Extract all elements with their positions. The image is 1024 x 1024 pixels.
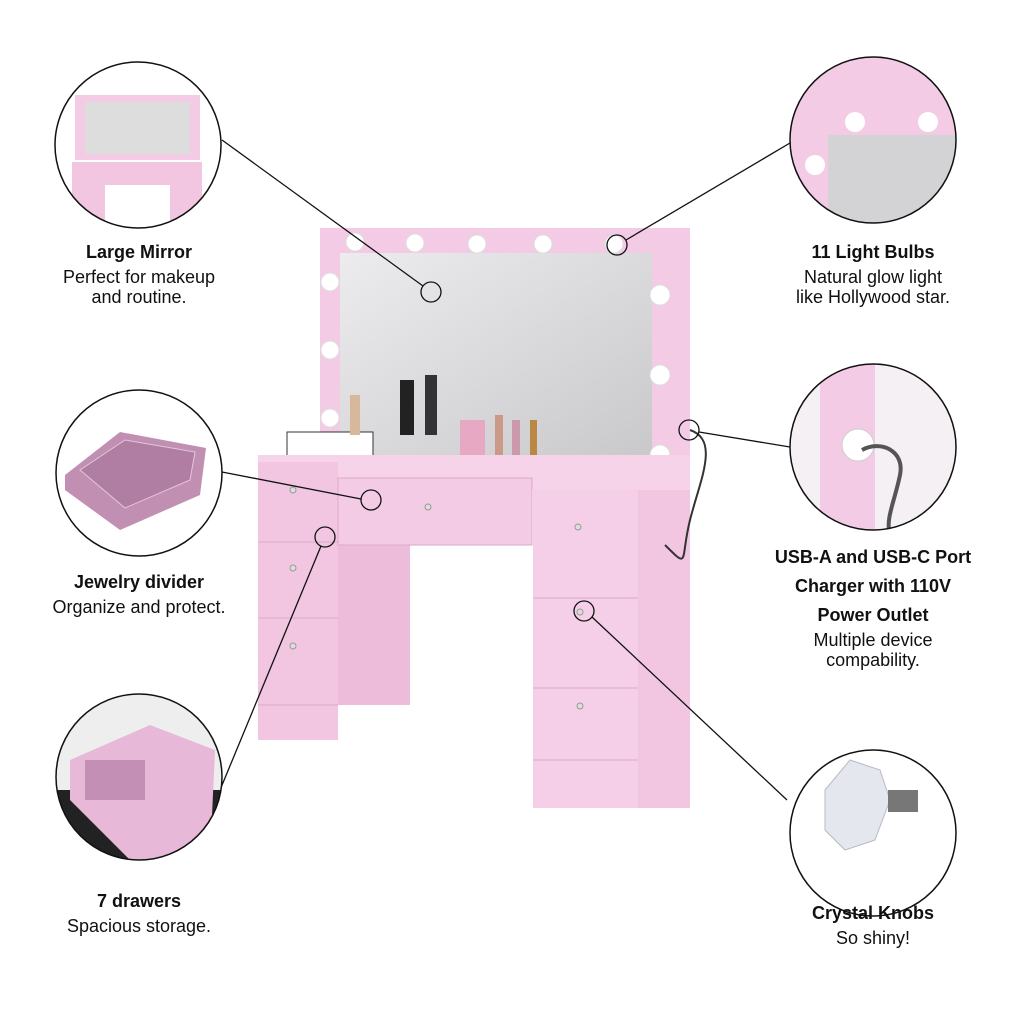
vanity: [258, 228, 707, 808]
caption-mirror: Large Mirror Perfect for makeup and rout…: [63, 238, 215, 307]
caption-title: 7 drawers: [96, 891, 182, 911]
left-leg: [338, 520, 410, 705]
caption-title: Power Outlet: [817, 605, 929, 625]
detail-circle-mirror: [55, 62, 221, 228]
detail-circle-borders: [54, 56, 957, 917]
caption-title: Jewelry divider: [73, 572, 205, 592]
caption-bulbs: 11 Light Bulbs Natural glow light like H…: [796, 238, 950, 307]
caption-desc: Natural glow light: [803, 267, 943, 287]
caption-desc: Multiple device: [813, 630, 933, 650]
caption-drawers: 7 drawers Spacious storage.: [67, 887, 211, 936]
power-cord: [664, 429, 707, 560]
caption-desc: like Hollywood star.: [795, 287, 951, 307]
detail-circle-knob: [790, 750, 956, 916]
cosmetics: [350, 375, 537, 465]
caption-desc: and routine.: [91, 287, 187, 307]
center-drawer: [337, 477, 533, 546]
caption-title: Crystal Knobs: [811, 903, 935, 923]
cosmetics-box: [286, 431, 374, 459]
caption-desc: So shiny!: [835, 928, 911, 948]
caption-usb: USB-A and USB-C Port Charger with 110V P…: [775, 543, 971, 670]
detail-circle-jewelry: [56, 390, 222, 556]
caption-knobs: Crystal Knobs So shiny!: [812, 899, 934, 948]
detail-circle-usb: [790, 364, 956, 530]
drawer-knobs: [289, 486, 584, 710]
detail-circle-bulbs: [790, 57, 956, 223]
detail-circle-drawers: [56, 694, 222, 860]
caption-desc: Perfect for makeup: [62, 267, 216, 287]
caption-title: Charger with 110V: [794, 576, 952, 596]
caption-jewelry: Jewelry divider Organize and protect.: [52, 568, 225, 617]
caption-desc: compability.: [826, 650, 920, 670]
caption-title: 11 Light Bulbs: [811, 242, 935, 262]
caption-desc: Organize and protect.: [52, 597, 226, 617]
caption-title: USB-A and USB-C Port: [774, 547, 972, 567]
caption-title: Large Mirror: [85, 242, 193, 262]
caption-desc: Spacious storage.: [66, 916, 212, 936]
callout-lines: [219, 139, 791, 801]
